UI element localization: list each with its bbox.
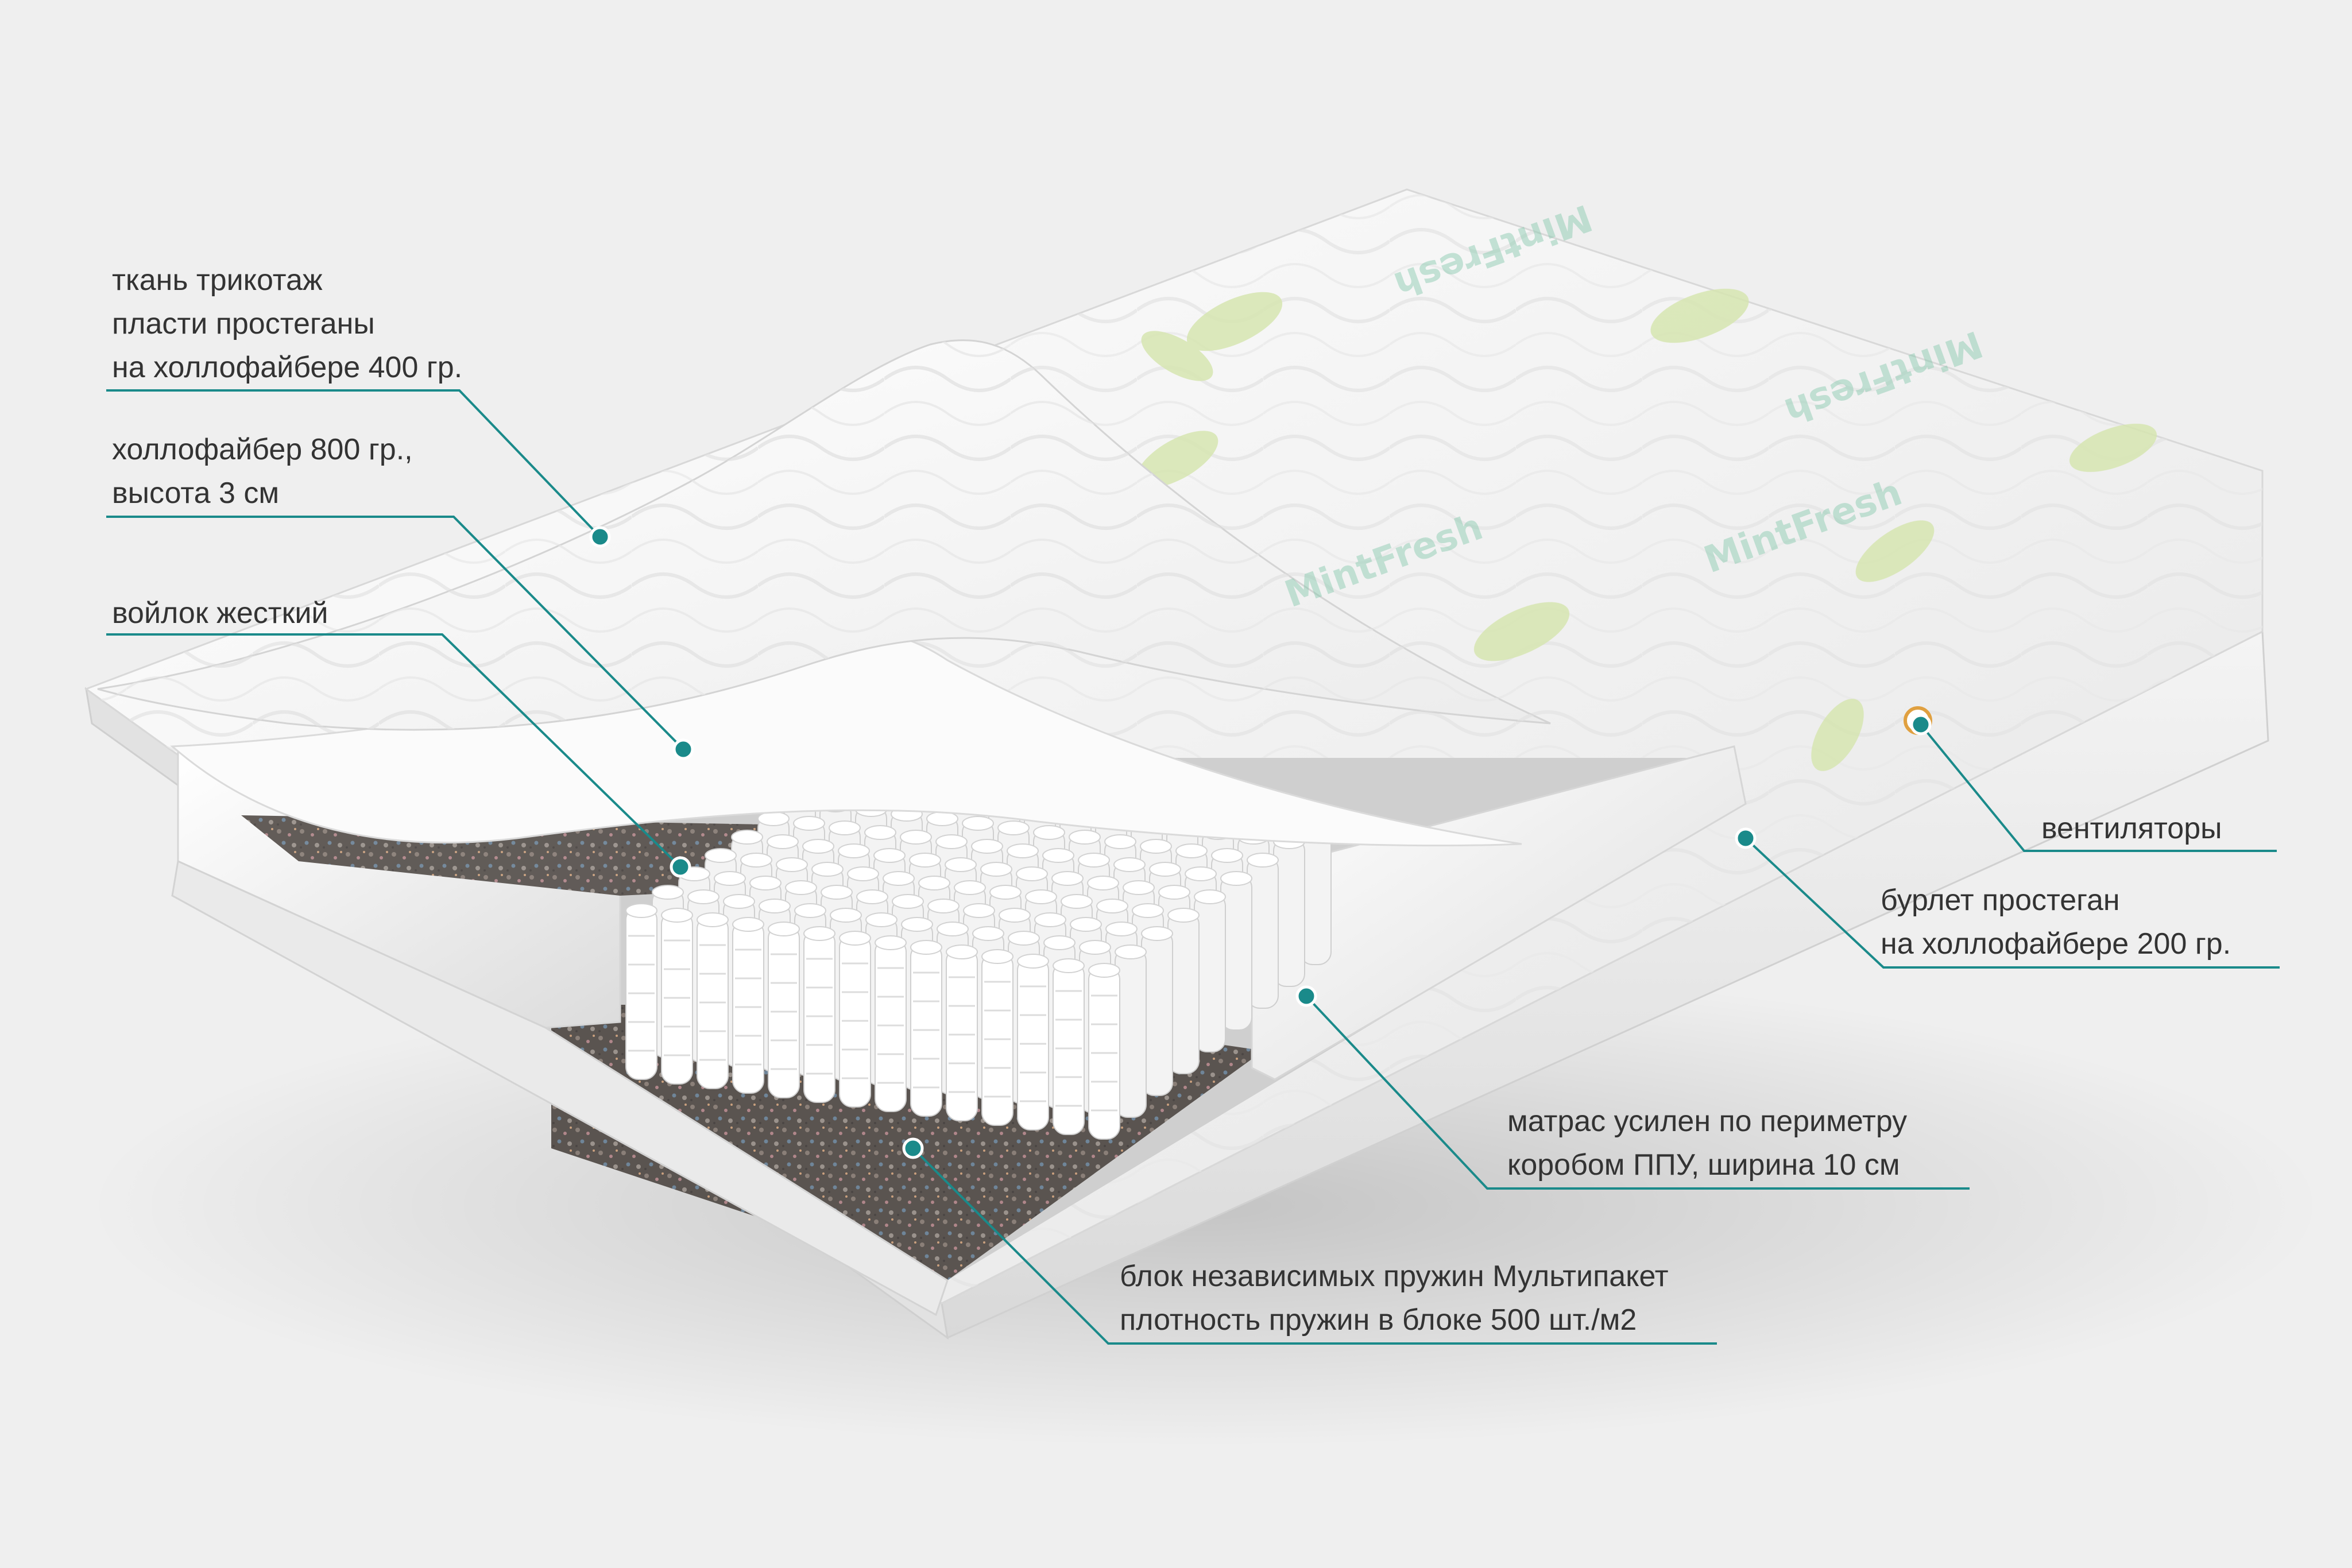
spring-pocket <box>625 903 657 1080</box>
callout-springs-dot <box>902 1137 924 1159</box>
label-springs-line1: блок независимых пружин Мультипакет <box>1120 1260 1669 1293</box>
label-cover-line3: на холлофайбере 400 гр. <box>112 351 463 384</box>
callout-perimeter-line <box>1305 995 1970 1190</box>
spring-pocket <box>946 944 978 1121</box>
callout-hollofiber-dot <box>672 738 694 760</box>
spring-pocket <box>910 940 942 1117</box>
spring-pocket <box>1141 926 1173 1096</box>
spring-pocket <box>1167 908 1200 1074</box>
label-perimeter-line2: коробом ППУ, ширина 10 см <box>1507 1148 1900 1182</box>
label-hollofiber-line2: высота 3 см <box>112 477 280 510</box>
label-felt: войлок жесткий <box>112 591 328 635</box>
spring-pocket <box>1088 963 1120 1140</box>
label-perimeter: матрас усилен по периметру коробом ППУ, … <box>1507 1099 1907 1187</box>
label-perimeter-line1: матрас усилен по периметру <box>1507 1105 1908 1138</box>
label-cover: ткань трикотаж пласти простеганы на холл… <box>112 258 462 389</box>
spring-pocket <box>661 908 693 1085</box>
callout-ventilators-line <box>1920 723 2277 852</box>
callout-burlet-dot <box>1735 827 1757 849</box>
label-ventilators: вентиляторы <box>2041 807 2222 850</box>
label-cover-line2: пласти простеганы <box>112 307 375 340</box>
label-burlet: бурлет простеган на холлофайбере 200 гр. <box>1881 878 2231 966</box>
spring-pocket <box>981 949 1013 1126</box>
cover-flap-quilting <box>98 340 1550 730</box>
spring-pocket <box>1053 958 1085 1135</box>
foam-frame-bottom <box>171 860 949 1317</box>
callout-cover-line <box>106 389 601 538</box>
label-springs: блок независимых пружин Мультипакет плот… <box>1120 1255 1669 1342</box>
callout-felt-dot <box>670 856 691 878</box>
label-ventilators-line1: вентиляторы <box>2041 812 2222 845</box>
spring-pocket <box>732 917 764 1094</box>
foam-frame-right <box>1251 745 1747 1081</box>
label-hollofiber: холлофайбер 800 гр., высота 3 см <box>112 428 413 515</box>
label-cover-line1: ткань трикотаж <box>112 264 323 297</box>
label-springs-line2: плотность пружин в блоке 500 шт./м2 <box>1120 1303 1637 1337</box>
spring-pocket <box>768 922 800 1098</box>
label-hollofiber-line1: холлофайбер 800 гр., <box>112 433 413 466</box>
callout-dots <box>589 526 1932 1159</box>
spring-pocket <box>875 935 907 1112</box>
label-burlet-line1: бурлет простеган <box>1881 884 2120 917</box>
callout-springs-line <box>912 1147 1717 1345</box>
spring-pocket <box>1017 954 1049 1130</box>
label-burlet-line2: на холлофайбере 200 гр. <box>1881 927 2231 961</box>
spring-pocket <box>697 912 729 1089</box>
spring-pocket <box>1247 853 1279 1009</box>
callout-ventilators-dot <box>1910 714 1932 735</box>
label-felt-line1: войлок жесткий <box>112 597 328 630</box>
spring-pocket <box>1194 889 1226 1052</box>
callout-cover-dot <box>589 526 611 548</box>
callout-felt-line <box>106 633 682 868</box>
leaf-pattern <box>1136 288 2157 771</box>
spring-pocket <box>839 931 871 1108</box>
callout-hollofiber-line <box>106 516 684 750</box>
callout-burlet-line <box>1744 837 2280 969</box>
callout-perimeter-dot <box>1295 985 1317 1007</box>
spring-pocket <box>803 926 835 1103</box>
callout-lines <box>106 389 2280 1345</box>
